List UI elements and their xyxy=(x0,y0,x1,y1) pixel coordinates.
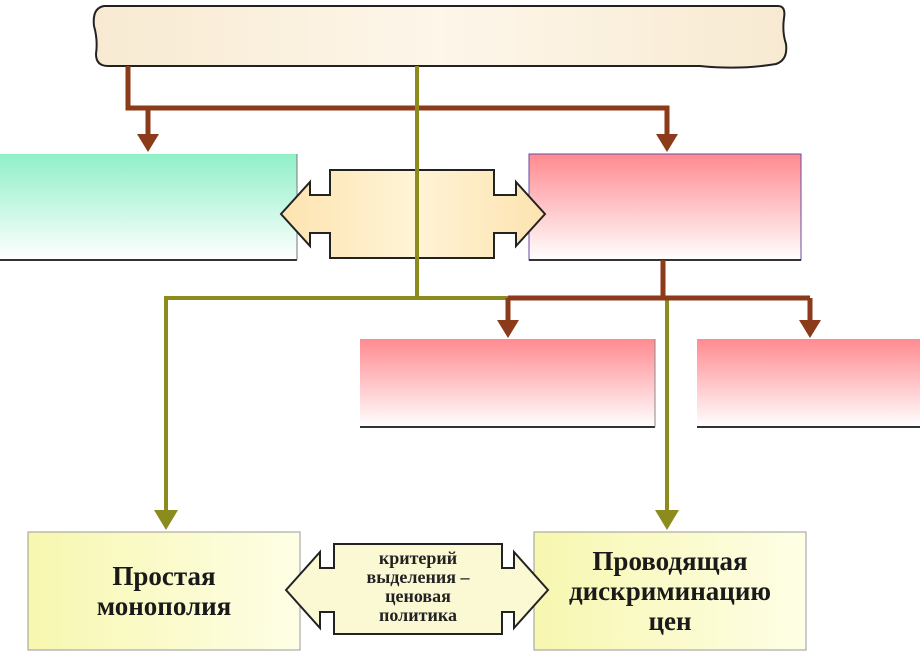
left-box xyxy=(0,154,298,261)
sub-box-1 xyxy=(360,339,656,428)
criterion-line-2: выделения – xyxy=(366,567,470,587)
criterion-label: критерий выделения – ценовая политика xyxy=(334,544,502,630)
brown-connector-top xyxy=(125,66,670,134)
simple-monopoly-line-1: Простая xyxy=(112,561,216,591)
right-box xyxy=(528,153,802,261)
criterion-line-3: ценовая xyxy=(385,586,451,606)
arrow-down-simple xyxy=(154,510,178,530)
olive-connector xyxy=(164,66,669,510)
criterion-line-4: политика xyxy=(379,605,457,625)
price-discrimination-line-2: дискриминацию xyxy=(568,576,772,606)
arrow-down-discrimination xyxy=(655,510,679,530)
arrow-down-left-box xyxy=(137,134,159,152)
price-discrimination-label: Проводящая дискриминацию цен xyxy=(534,532,806,650)
arrow-down-right-box xyxy=(656,134,678,152)
top-banner xyxy=(92,5,788,69)
brown-connector-middle xyxy=(505,260,813,320)
arrow-down-sub-box-1 xyxy=(497,320,519,338)
simple-monopoly-label: Простая монополия xyxy=(28,532,300,650)
simple-monopoly-box xyxy=(27,531,301,651)
arrow-down-sub-box-2 xyxy=(799,320,821,338)
center-double-arrow xyxy=(279,169,547,259)
simple-monopoly-line-2: монополия xyxy=(96,591,232,621)
criterion-double-arrow xyxy=(284,543,550,635)
price-discrimination-line-3: цен xyxy=(648,606,692,636)
price-discrimination-box xyxy=(533,531,807,651)
sub-box-2 xyxy=(697,339,920,428)
criterion-line-1: критерий xyxy=(378,548,458,568)
price-discrimination-line-1: Проводящая xyxy=(592,546,748,576)
